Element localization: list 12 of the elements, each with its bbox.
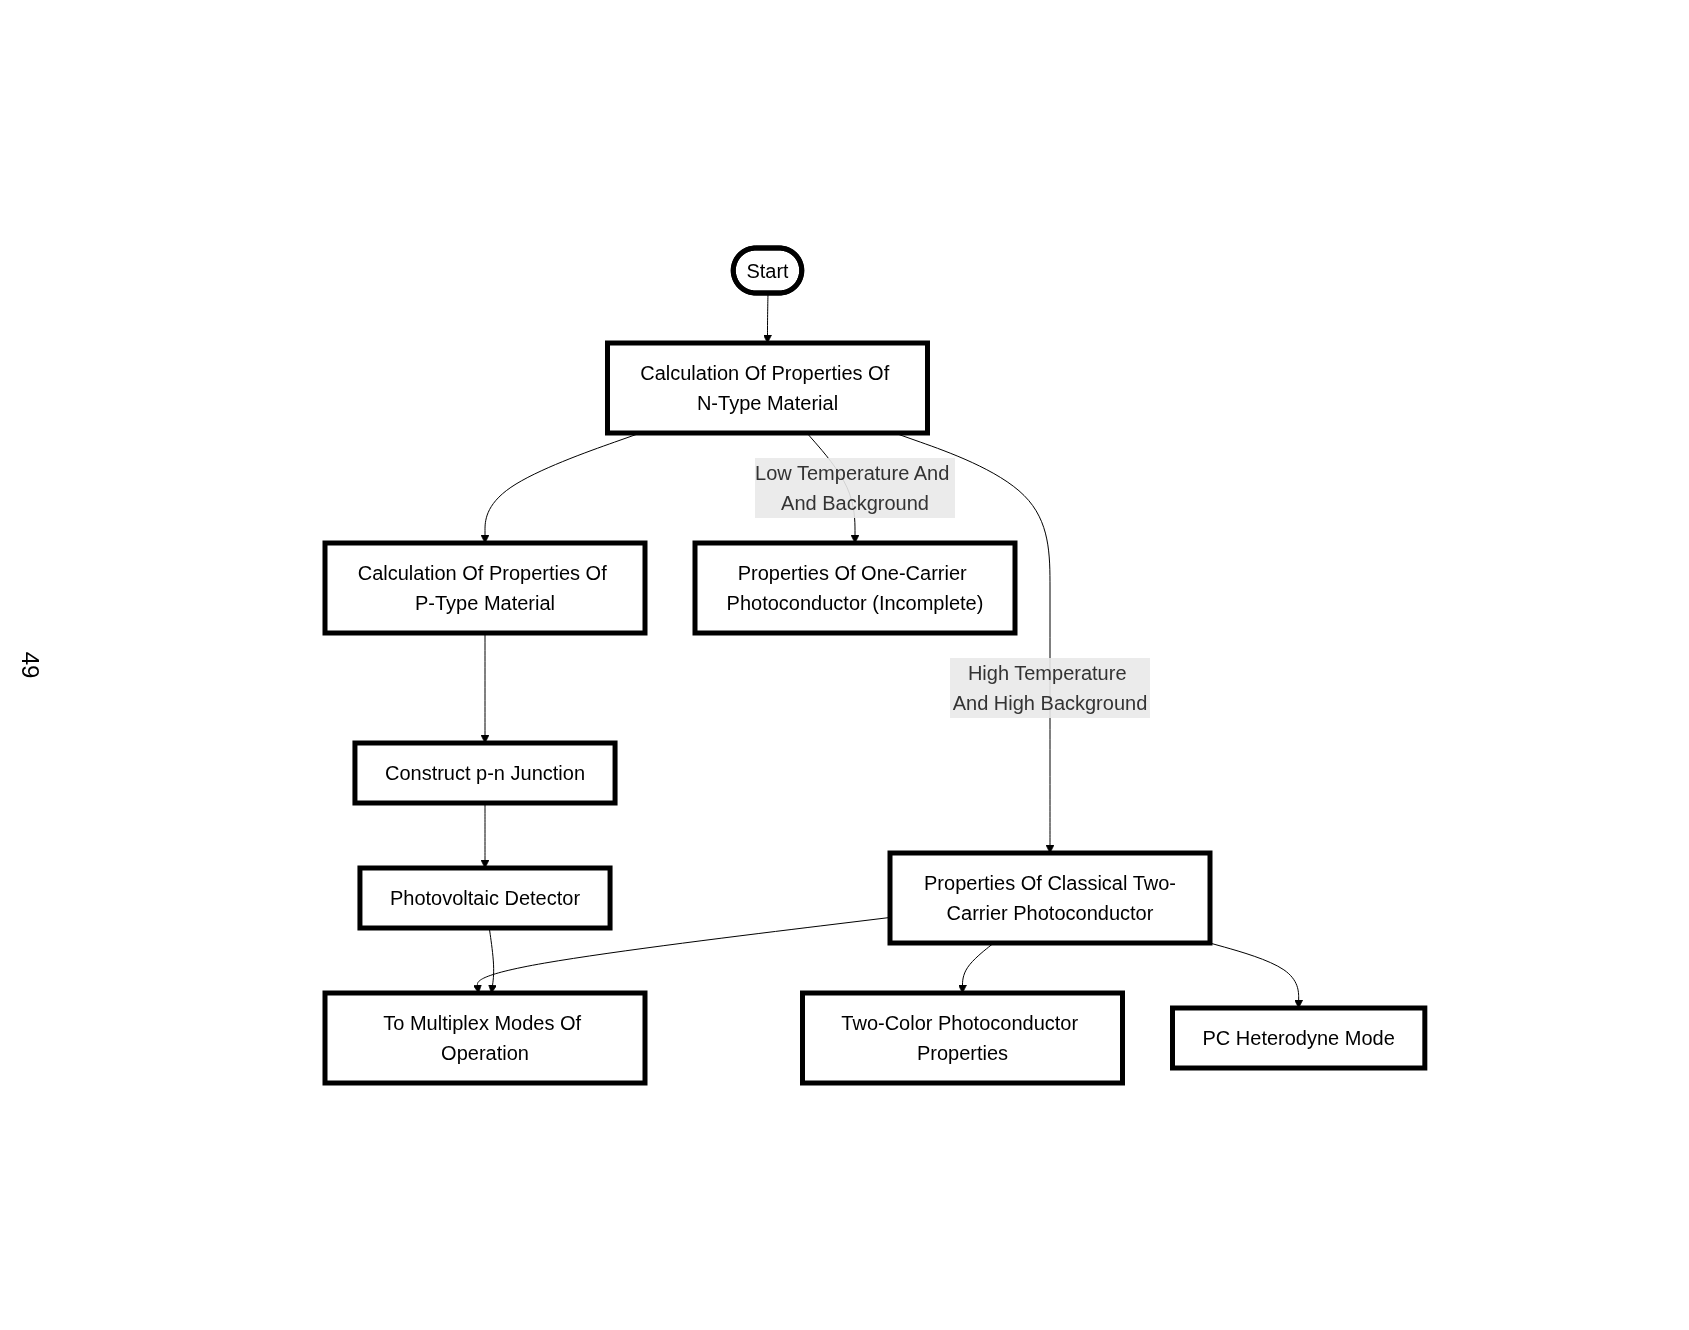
edge-label: High Temperature And High Background — [952, 661, 1147, 714]
edge-label: Low Temperature And And Background — [754, 461, 949, 514]
page-number: 49 — [16, 651, 44, 679]
node-box: Construct p-n Junction — [352, 740, 618, 805]
node-box: Two-Color Photoconductor Properties — [799, 990, 1125, 1085]
node-box: To Multiplex Modes Of Operation — [322, 990, 648, 1085]
node-box: Properties Of Classical Two-Carrier Photoconductor — [887, 850, 1213, 945]
node-box: Calculation Of Properties Of P-Type Material — [322, 540, 648, 635]
node-box: PC Heterodyne Mode — [1169, 1005, 1427, 1070]
node-box: Properties Of One-Carrier Photoconductor (Incomplete) — [692, 540, 1018, 635]
node-box: Calculation Of Properties Of N-Type Material — [604, 340, 930, 435]
node-box: Photovoltaic Detector — [357, 865, 613, 930]
